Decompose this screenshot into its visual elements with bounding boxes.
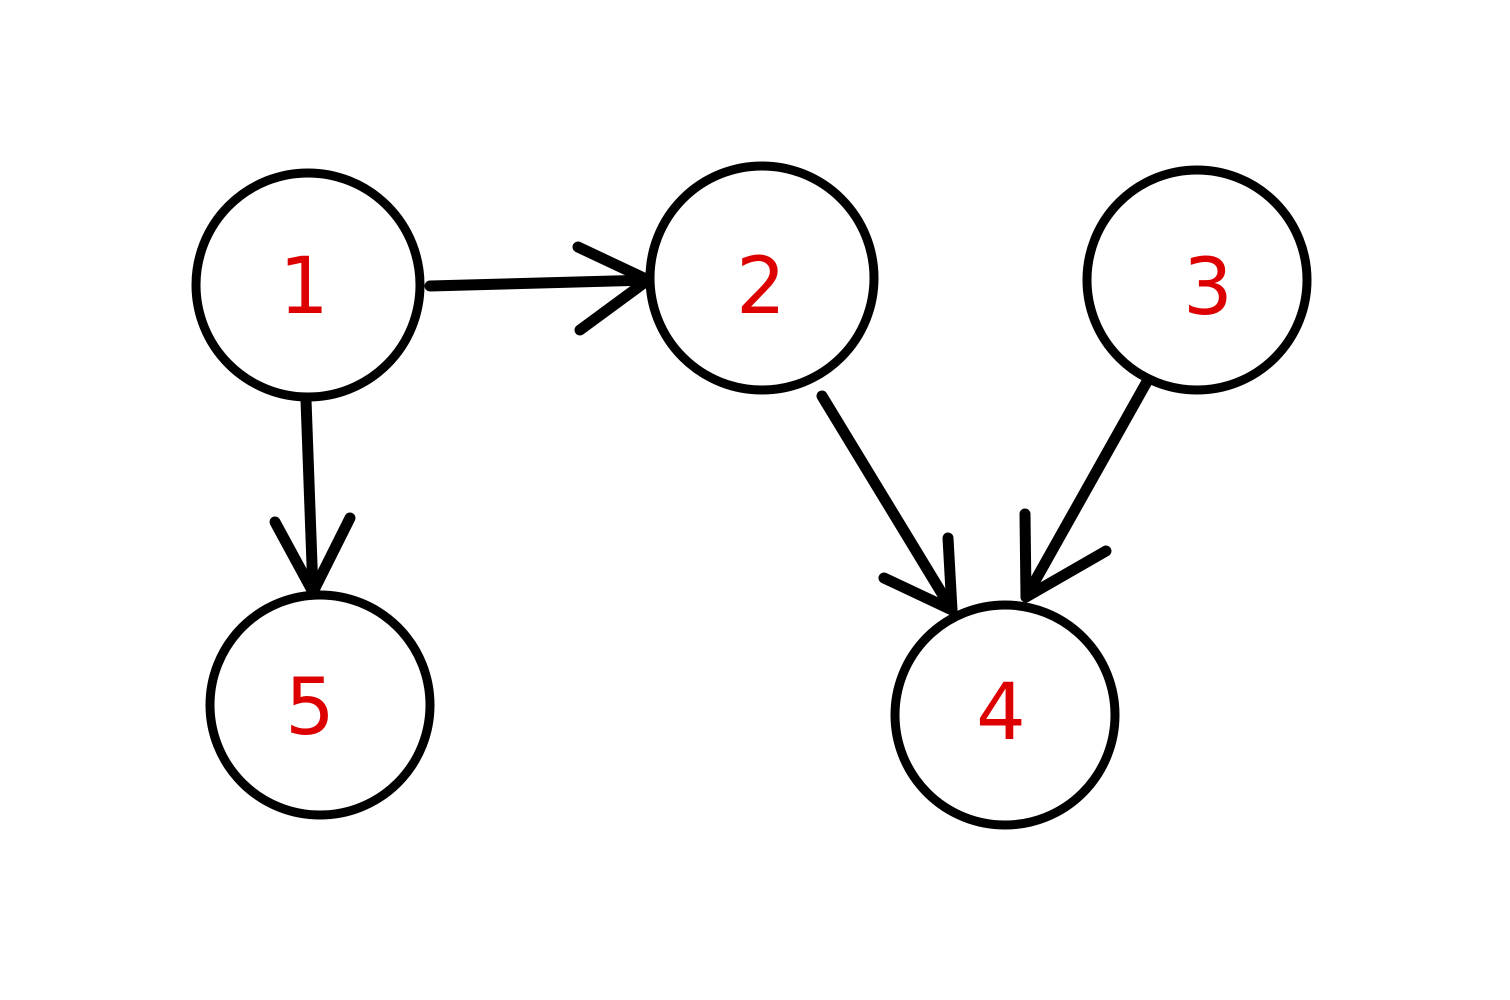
node-5-circle[interactable] <box>205 590 435 820</box>
edge-2-to-4[interactable] <box>816 390 958 616</box>
nodes-layer: 1 2 3 4 5 <box>191 161 1312 830</box>
node-4[interactable]: 4 <box>890 600 1120 830</box>
edge-3-to-4-arrowhead <box>1019 508 1112 603</box>
node-3-label: 3 <box>1183 243 1233 333</box>
node-5[interactable]: 5 <box>205 590 435 820</box>
edge-3-to-4-line <box>1020 372 1155 603</box>
node-1-circle[interactable] <box>191 168 425 402</box>
node-2-circle[interactable] <box>645 161 879 395</box>
edge-1-to-5[interactable] <box>269 394 356 598</box>
node-2-label: 2 <box>736 242 786 332</box>
node-5-label: 5 <box>285 663 335 753</box>
edge-3-to-4[interactable] <box>1019 372 1155 603</box>
node-2[interactable]: 2 <box>645 161 879 395</box>
node-4-label: 4 <box>976 668 1026 758</box>
edge-1-to-2-line <box>424 274 654 292</box>
edge-2-to-4-arrowhead <box>878 532 958 616</box>
node-1[interactable]: 1 <box>191 168 425 402</box>
edge-1-to-2-arrowhead <box>572 241 654 336</box>
node-1-label: 1 <box>279 242 329 332</box>
edge-1-to-2[interactable] <box>424 241 654 336</box>
edge-1-to-5-line <box>300 394 319 598</box>
edge-2-to-4-line <box>816 390 958 616</box>
node-4-circle[interactable] <box>890 600 1120 830</box>
edges-layer <box>269 241 1155 616</box>
node-3-circle[interactable] <box>1082 165 1312 395</box>
node-3[interactable]: 3 <box>1082 165 1312 395</box>
